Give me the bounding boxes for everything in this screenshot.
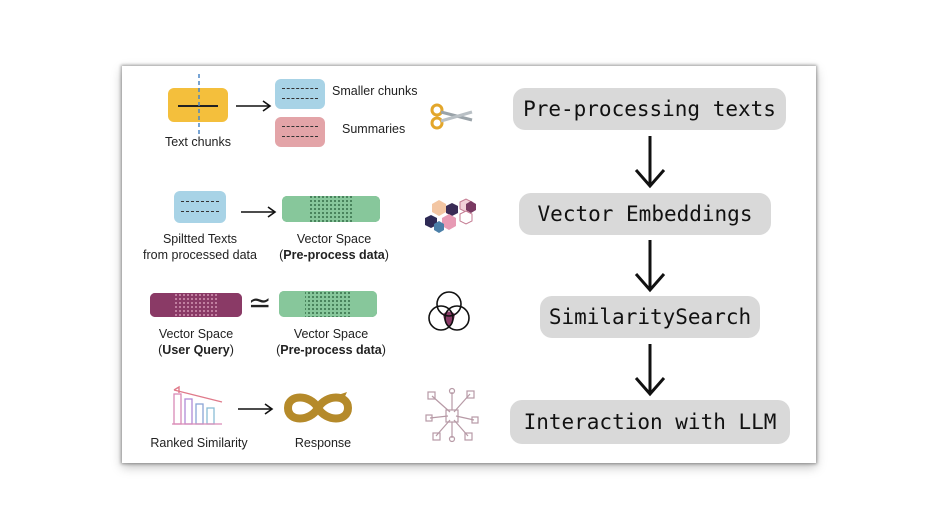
ranked-bars-icon [172,385,223,425]
ranked-similarity-label: Ranked Similarity [150,436,248,450]
splitted-texts-label: Spiltted Texts from processed data [130,231,270,263]
arrow-down-icon [634,344,666,397]
approx-symbol: ≃ [248,287,272,318]
pipeline-step-preprocessing: Pre-processing texts [513,88,786,130]
vector-space-pre-block [279,291,377,317]
splitted-line1: Spiltted Texts [162,232,238,246]
scissors-icon [430,103,473,130]
vector-space-label: Vector Space (Pre-process data) [279,232,389,262]
text-chunks-label: Text chunks [164,135,231,149]
venn-diagram-icon [428,291,470,331]
arrow-down-icon [634,136,666,189]
hexagons-icon [425,198,476,233]
smaller-chunks-block [275,79,325,109]
vector-space-pre-text: Vector Space [293,327,369,341]
summaries-label: Summaries [342,122,406,136]
network-icon [425,387,479,443]
pre-process-text-2: Pre-process data [280,343,382,357]
user-query-text: User Query [162,343,230,357]
arrow-right-icon [241,206,277,218]
infinity-response-icon [283,392,353,423]
text-chunk-block [168,88,228,122]
pre-process-text: Pre-process data [283,248,385,262]
arrow-down-icon [634,240,666,293]
summaries-block [275,117,325,147]
response-label: Response [294,436,352,450]
splitted-line2: from processed data [143,248,257,262]
splitted-texts-block [174,191,226,223]
arrow-right-icon [238,403,274,415]
vector-space-green-block [282,196,380,222]
pipeline-step-embeddings: Vector Embeddings [519,193,771,235]
smaller-chunks-label: Smaller chunks [332,84,418,98]
split-line [198,74,200,136]
vector-space-pre-label: Vector Space (Pre-process data) [276,327,386,357]
vector-space-text: Vector Space [296,232,372,246]
diagram-card: Text chunks Smaller chunks Summaries Spi… [122,66,816,463]
vector-space-user-block [150,293,242,317]
pipeline-step-similarity: SimilaritySearch [540,296,760,338]
pipeline-step-llm: Interaction with LLM [510,400,790,444]
arrow-right-icon [236,100,272,112]
vector-space-user-text: Vector Space [158,327,234,341]
vector-space-user-label: Vector Space (User Query) [158,327,234,357]
